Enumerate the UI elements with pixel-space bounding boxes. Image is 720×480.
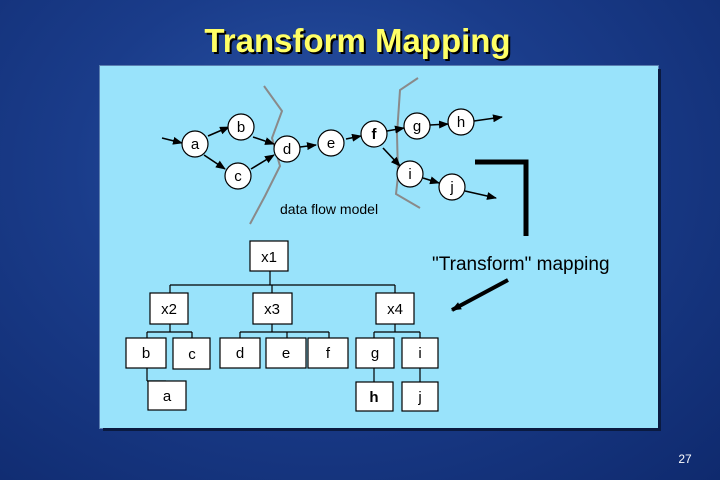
module-x1: x1 xyxy=(249,240,289,272)
bubble-c: c xyxy=(224,162,252,190)
module-label: x1 xyxy=(261,249,277,266)
output-boundary-line xyxy=(394,77,421,209)
bubble-label: g xyxy=(413,118,421,135)
bubble-label: d xyxy=(283,141,291,158)
flow-d-e xyxy=(299,142,317,151)
module-label: c xyxy=(188,346,196,363)
module-b: b xyxy=(125,337,167,369)
flow-a-b xyxy=(207,126,230,137)
flow-in-a xyxy=(161,136,183,145)
module-label: x4 xyxy=(387,301,403,318)
module-x2: x2 xyxy=(149,292,189,325)
bubble-label: f xyxy=(372,126,378,143)
bubble-label: e xyxy=(327,135,335,152)
bubble-b: b xyxy=(227,113,255,141)
bubble-i: i xyxy=(396,160,424,188)
bubble-j: j xyxy=(438,173,466,201)
bubble-label: j xyxy=(449,179,453,196)
bubble-label: h xyxy=(457,114,465,131)
module-label: x3 xyxy=(264,301,280,318)
bubble-a: a xyxy=(181,130,209,158)
bubble-label: a xyxy=(191,136,200,153)
module-label: i xyxy=(418,345,421,362)
flow-h-out xyxy=(473,114,503,123)
structure-chart-edges xyxy=(146,271,421,382)
bubble-f: f xyxy=(360,120,388,148)
module-d: d xyxy=(219,337,261,369)
module-j: j xyxy=(401,381,439,412)
module-label: j xyxy=(417,389,421,406)
flow-e-f xyxy=(345,133,362,142)
module-c: c xyxy=(172,337,211,370)
mapping-bracket xyxy=(475,159,529,236)
bubble-e: e xyxy=(317,129,345,157)
module-label: h xyxy=(369,389,378,406)
module-label: b xyxy=(142,345,150,362)
bubble-d: d xyxy=(273,135,301,163)
mapping-arrow xyxy=(451,278,509,312)
dfd-caption: data flow model xyxy=(280,201,378,217)
bubble-label: i xyxy=(408,166,411,183)
module-label: e xyxy=(282,345,290,362)
module-label: f xyxy=(326,345,331,362)
page-number: 27 xyxy=(678,452,692,466)
flow-i-j xyxy=(422,176,440,185)
module-a: a xyxy=(147,380,187,411)
module-h: h xyxy=(355,381,394,412)
module-label: a xyxy=(163,388,172,405)
flow-c-d xyxy=(250,154,275,170)
flow-g-h xyxy=(429,120,449,129)
flow-a-c xyxy=(203,154,226,170)
dfd-edges xyxy=(161,114,503,200)
module-x4: x4 xyxy=(375,292,415,325)
module-i: i xyxy=(401,337,439,369)
dfd-bubbles: a b c d e f g xyxy=(181,108,475,201)
module-e: e xyxy=(265,337,307,369)
transform-mapping-diagram: a b c d e f g xyxy=(125,77,610,412)
bubble-g: g xyxy=(403,112,431,140)
module-label: g xyxy=(371,345,379,362)
bubble-label: b xyxy=(237,119,245,136)
flow-f-i xyxy=(382,147,401,167)
bubble-label: c xyxy=(234,168,242,185)
flow-f-g xyxy=(386,125,405,134)
structure-chart-modules: x1 x2 x3 x4 b c xyxy=(125,240,439,412)
flow-b-d xyxy=(252,136,275,145)
bubble-h: h xyxy=(447,108,475,136)
module-label: x2 xyxy=(161,301,177,318)
module-g: g xyxy=(355,337,395,369)
slide-title: Transform Mapping xyxy=(204,22,511,59)
mapping-caption: "Transform" mapping xyxy=(432,254,610,275)
module-x3: x3 xyxy=(252,292,293,325)
diagram-panel: a b c d e f g xyxy=(100,66,658,428)
module-f: f xyxy=(307,337,349,369)
flow-j-out xyxy=(464,190,497,200)
module-label: d xyxy=(236,345,244,362)
